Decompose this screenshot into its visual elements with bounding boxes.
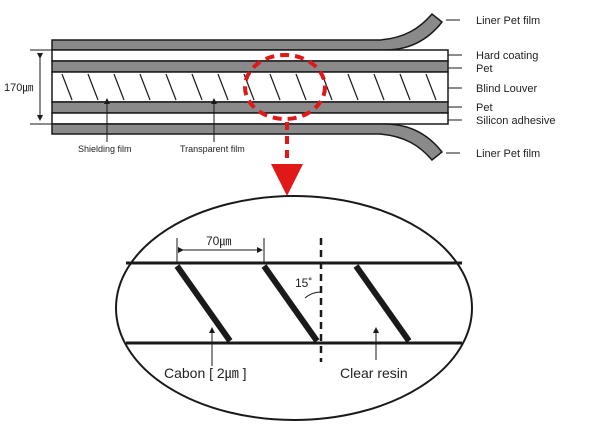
label-transparent-film: Transparent film — [180, 144, 245, 154]
pitch-label: 70㎛ — [206, 234, 231, 248]
label-pet-top: Pet — [476, 63, 493, 75]
label-liner-bottom: Liner Pet film — [476, 148, 540, 160]
thickness-dimension — [30, 49, 52, 125]
label-hard-coating: Hard coating — [476, 50, 538, 62]
layer-leader-lines — [446, 19, 462, 154]
pet-top-layer — [51, 60, 449, 73]
hard-coating-layer — [51, 49, 449, 62]
silicon-adhesive-layer — [51, 112, 449, 125]
label-liner-top: Liner Pet film — [476, 15, 540, 27]
label-pet-bottom: Pet — [476, 102, 493, 114]
label-shielding-film: Shielding film — [78, 144, 132, 154]
label-cabon: Cabon [ 2㎛ ] — [164, 365, 247, 382]
liner-pet-film-bottom — [51, 123, 444, 162]
liner-pet-film-top — [51, 12, 444, 51]
blind-louver-layer — [51, 71, 449, 103]
zoom-highlight-ellipse — [243, 53, 327, 121]
carbon-slats — [174, 264, 412, 343]
label-blind-louver: Blind Louver — [476, 83, 537, 95]
thickness-label: 170㎛ — [4, 82, 33, 94]
film-pointers — [104, 98, 217, 142]
detail-pointers — [209, 327, 379, 366]
pitch-dimension — [176, 238, 265, 262]
label-silicon-adhesive: Silicon adhesive — [476, 115, 556, 127]
angle-arc — [304, 291, 322, 299]
label-clear-resin: Clear resin — [340, 365, 408, 381]
angle-label: 15˚ — [295, 276, 312, 290]
